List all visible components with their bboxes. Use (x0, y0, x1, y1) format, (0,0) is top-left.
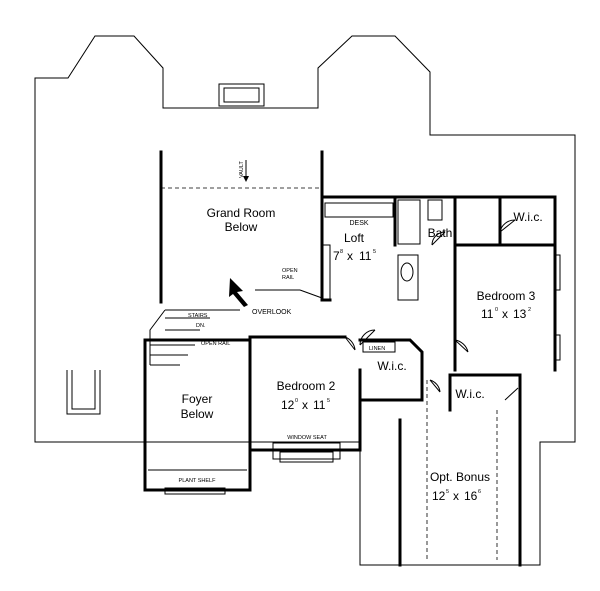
svg-text:11: 11 (313, 398, 326, 412)
plant-shelf-label: PLANT SHELF (179, 478, 217, 484)
open-rail-lead (255, 289, 323, 299)
open-rail-lower: OPEN RAIL (201, 341, 230, 347)
svg-text:0: 0 (295, 398, 298, 404)
linen-label: LINEN (369, 346, 385, 352)
svg-text:x: x (347, 249, 353, 263)
upper-right-walls (393, 195, 557, 372)
svg-text:16: 16 (464, 489, 478, 503)
svg-text:7: 7 (333, 249, 340, 263)
svg-text:12: 12 (281, 398, 295, 412)
svg-text:x: x (453, 489, 459, 503)
bedroom3-window (555, 254, 561, 291)
window-seat-bay (279, 451, 334, 463)
sink (400, 262, 414, 282)
chimney (218, 83, 265, 107)
bedroom3-window2 (555, 334, 561, 361)
bonus-dims: 12 5 x 16 6 (432, 489, 481, 503)
svg-text:12: 12 (432, 489, 446, 503)
wic-upper-door (499, 219, 516, 233)
wic-mid-name: W.i.c. (377, 359, 406, 373)
loft-rail (322, 244, 331, 301)
wic-lower-door (504, 387, 519, 401)
wic-upper-name: W.i.c. (513, 210, 542, 224)
bath-name: Bath (428, 226, 453, 240)
foyer-walls (143, 338, 252, 492)
stairs (149, 309, 240, 366)
loft-name: Loft (344, 231, 365, 245)
bedroom2-door (344, 336, 356, 351)
wic-lower-name: W.i.c. (455, 387, 484, 401)
svg-text:5: 5 (373, 249, 376, 255)
grand-room-walls (159, 150, 324, 304)
bonus-name: Opt. Bonus (430, 470, 490, 484)
vault-arrow-head (243, 176, 249, 182)
overlook-label: OVERLOOK (252, 309, 292, 316)
svg-text:11: 11 (481, 307, 494, 321)
svg-text:0: 0 (495, 307, 498, 313)
open-rail-upper: OPEN (282, 268, 298, 274)
bedroom2-walls (248, 335, 362, 452)
svg-text:6: 6 (478, 489, 481, 495)
wic-mid-walls (358, 338, 424, 402)
open-rail-upper-2: RAIL (282, 275, 294, 281)
loft-desk (324, 202, 394, 218)
bath-door (431, 231, 446, 246)
linen-shelf (362, 341, 396, 353)
dn-label: DN. (196, 323, 206, 329)
svg-text:2: 2 (528, 307, 531, 313)
chimney-inner (223, 87, 260, 103)
loft-dims: 7 8 x 11 5 (333, 249, 376, 263)
svg-text:x: x (302, 398, 308, 412)
foyer-window (164, 487, 226, 495)
foyer-name: Foyer (182, 392, 213, 406)
bonus-dash (426, 380, 498, 560)
bonus-door (429, 379, 441, 393)
svg-text:5: 5 (446, 489, 449, 495)
bonus-walls (398, 373, 522, 567)
wic-mid-door (359, 329, 376, 346)
bedroom3-door (454, 339, 469, 353)
grand-room-sub: Below (225, 220, 258, 234)
stairs-label: STAIRS (188, 313, 208, 319)
overlook-arrow (229, 278, 248, 307)
window-seat-label: WINDOW SEAT (287, 435, 327, 441)
svg-text:x: x (502, 307, 508, 321)
bedroom3-dims: 11 0 x 13 2 (481, 307, 531, 321)
bedroom2-dims: 12 0 x 11 5 (281, 398, 330, 412)
bedroom2-name: Bedroom 2 (277, 379, 336, 393)
svg-text:5: 5 (327, 398, 330, 404)
toilet (427, 199, 443, 221)
desk-label: DESK (349, 220, 368, 227)
vanity (397, 254, 419, 301)
tub (397, 199, 421, 245)
svg-text:8: 8 (340, 249, 343, 255)
vault-label: VAULT (239, 160, 245, 178)
svg-text:11: 11 (359, 249, 372, 263)
svg-text:13: 13 (513, 307, 527, 321)
grand-room-name: Grand Room (207, 206, 276, 220)
window-seat (272, 442, 341, 460)
roof-outline (34, 35, 576, 566)
foyer-sub: Below (181, 407, 214, 421)
left-bay (66, 370, 101, 415)
bedroom3-name: Bedroom 3 (477, 289, 536, 303)
